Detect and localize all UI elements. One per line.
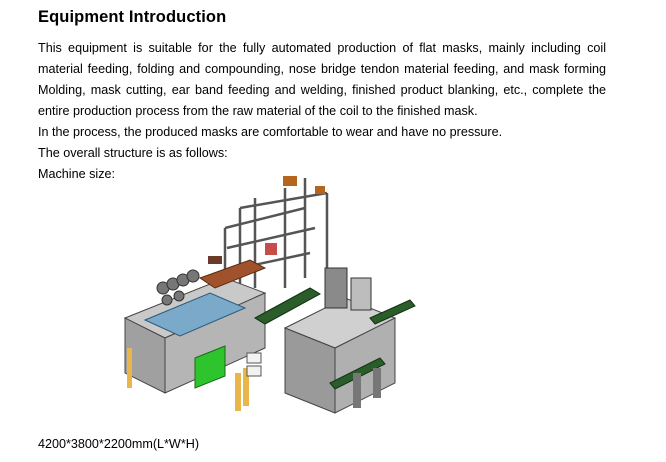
- structure-intro: The overall structure is as follows:: [38, 146, 228, 160]
- comfort-statement: In the process, the produced masks are c…: [38, 125, 503, 139]
- description-paragraph: This equipment is suitable for the fully…: [38, 41, 606, 118]
- section-heading: Equipment Introduction: [38, 8, 227, 26]
- machine-size-caption: 4200*3800*2200mm(L*W*H): [38, 437, 200, 451]
- machine-illustration: [123, 176, 416, 414]
- machine-size-label: Machine size:: [38, 167, 115, 181]
